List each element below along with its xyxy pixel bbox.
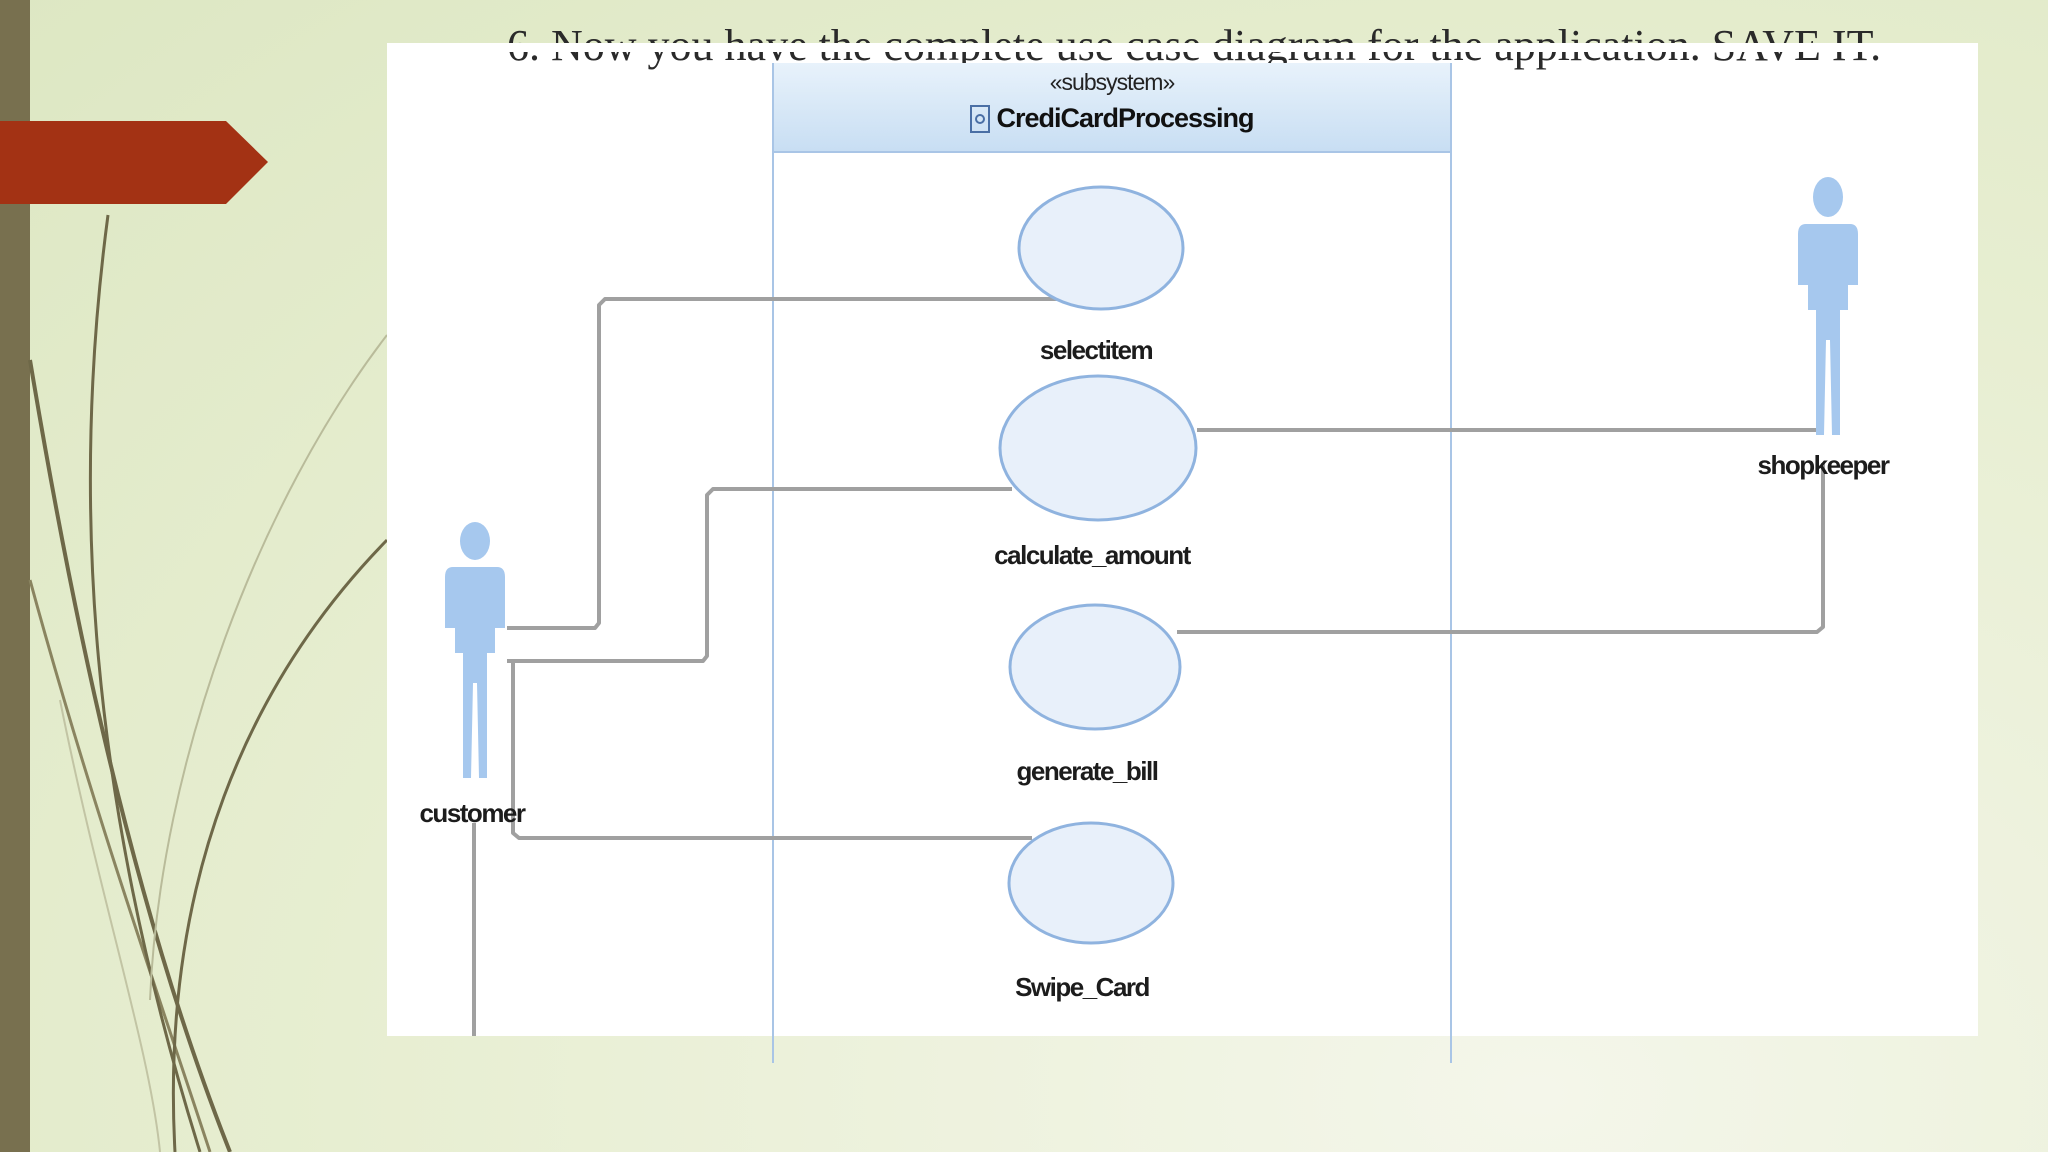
red-arrow-marker — [0, 121, 268, 204]
association-customer-calculate_amount — [507, 487, 1012, 663]
subsystem-boundary: «subsystem» CrediCardProcessing — [772, 63, 1452, 1063]
use-case-label-calculate_amount: calculate_amount — [994, 540, 1191, 570]
subsystem-stereotype: «subsystem» — [1049, 69, 1176, 95]
diagram-screenshot: 6. Now you have the complete use case di… — [387, 24, 1978, 1063]
actor-label-shopkeeper: shopkeeper — [1757, 450, 1890, 480]
association-customer-selectitem — [507, 297, 1067, 630]
use-case-diagram — [445, 177, 1858, 1036]
use-case-selectitem — [1017, 185, 1185, 311]
use-case-calculate_amount — [998, 374, 1198, 522]
use-case-label-selectitem: selectitem — [1039, 335, 1154, 365]
association-shopkeeper-generate_bill — [1177, 463, 1825, 634]
component-icon — [970, 105, 991, 133]
use-case-generate_bill — [1008, 603, 1182, 731]
use-case-label-swipe_card: Swipe_Card — [1015, 972, 1150, 1002]
use-case-label-generate_bill: generate_bill — [1016, 756, 1159, 786]
subsystem-title: CrediCardProcessing — [774, 103, 1450, 134]
actor-label-customer: customer — [419, 798, 526, 828]
subsystem-header: «subsystem» CrediCardProcessing — [774, 63, 1450, 153]
actor-customer-icon — [445, 522, 505, 778]
association-customer-swipe_card — [511, 663, 1032, 840]
decorative-curves — [28, 214, 389, 1152]
use-case-swipe_card — [1007, 821, 1175, 945]
subsystem-name: CrediCardProcessing — [996, 103, 1254, 133]
actor-shopkeeper-icon — [1798, 177, 1858, 435]
